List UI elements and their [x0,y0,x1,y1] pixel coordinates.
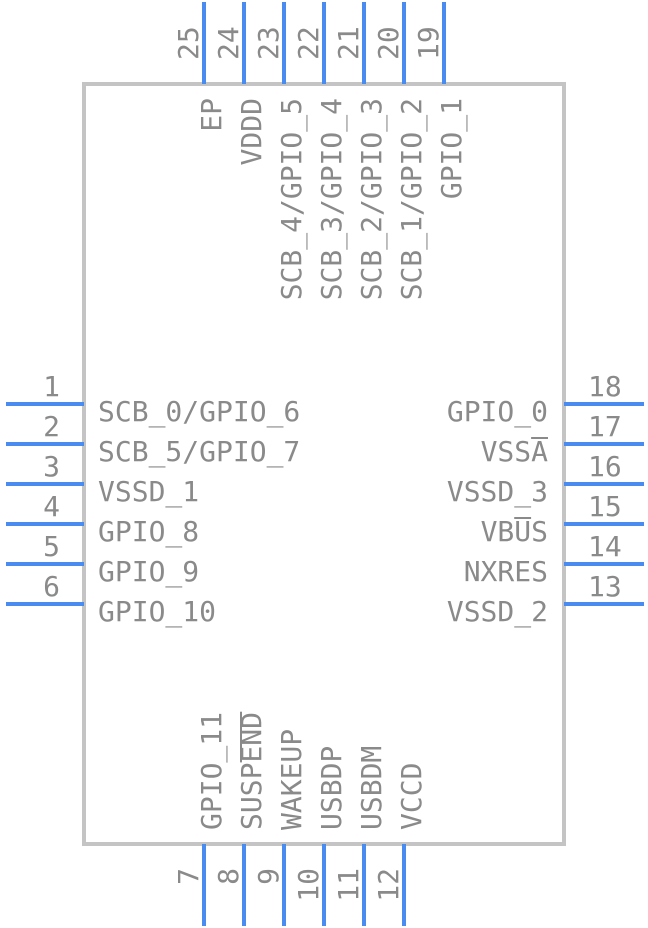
pin-8-number: 8 [212,868,245,885]
pin-2-name: SCB_5/GPIO_7 [98,435,300,469]
pin-6-name: GPIO_10 [98,595,216,629]
pin-7-name: GPIO_11 [195,712,229,830]
pin-11-name: USBDM [355,746,388,830]
pin-17-number: 17 [588,410,622,443]
pin-5-name: GPIO_9 [98,555,199,589]
pin-23-name: SCB_4/GPIO_5 [275,98,309,300]
pin-13-name: VSSD_2 [447,595,548,629]
pin-3-name: VSSD_1 [98,475,199,509]
pin-9-number: 9 [252,868,285,885]
pin-3-number: 3 [43,450,60,483]
chip-body [82,82,566,846]
pin-22-number: 22 [292,26,325,60]
pin-1-number: 1 [43,370,60,403]
pin-16-number: 16 [588,450,622,483]
pin-19-name: GPIO_1 [435,98,469,199]
pin-18-number: 18 [588,370,622,403]
pin-25-number: 25 [172,26,205,60]
pin-16-name: VSSD_3 [447,475,548,509]
pin-19-number: 19 [412,26,445,60]
pin-15-number: 15 [588,490,622,523]
pin-10-name: USBDP [315,746,348,830]
pin-17-name: VSSA [481,435,549,468]
pins-layer [6,2,644,926]
pin-20-name: SCB_1/GPIO_2 [395,98,429,300]
pin-12-name: VCCD [395,763,428,830]
pin-6-number: 6 [43,570,60,603]
pin-14-name: NXRES [464,555,548,588]
pin-11-number: 11 [332,868,365,902]
pin-22-name: SCB_3/GPIO_4 [315,98,349,300]
pin-7-number: 7 [172,868,205,885]
pin-5-number: 5 [43,530,60,563]
pin-12-number: 12 [372,868,405,902]
pin-1-name: SCB_0/GPIO_6 [98,395,300,429]
pin-21-number: 21 [332,26,365,60]
pin-25-name: EP [195,98,228,132]
pin-9-name: WAKEUP [275,729,308,830]
pin-4-name: GPIO_8 [98,515,199,549]
pin-8-name: SUSPEND [235,712,268,830]
pin-15-name: VBUS [481,515,548,548]
pin-21-name: SCB_2/GPIO_3 [355,98,389,300]
pin-2-number: 2 [43,410,60,443]
pin-13-number: 13 [588,570,622,603]
pin-14-number: 14 [588,530,622,563]
pin-10-number: 10 [292,868,325,902]
pin-24-name: VDDD [235,98,268,165]
pin-24-number: 24 [212,26,245,60]
pin-20-number: 20 [372,26,405,60]
pin-18-name: GPIO_0 [447,395,548,429]
pin-23-number: 23 [252,26,285,60]
pin-4-number: 4 [43,490,60,523]
